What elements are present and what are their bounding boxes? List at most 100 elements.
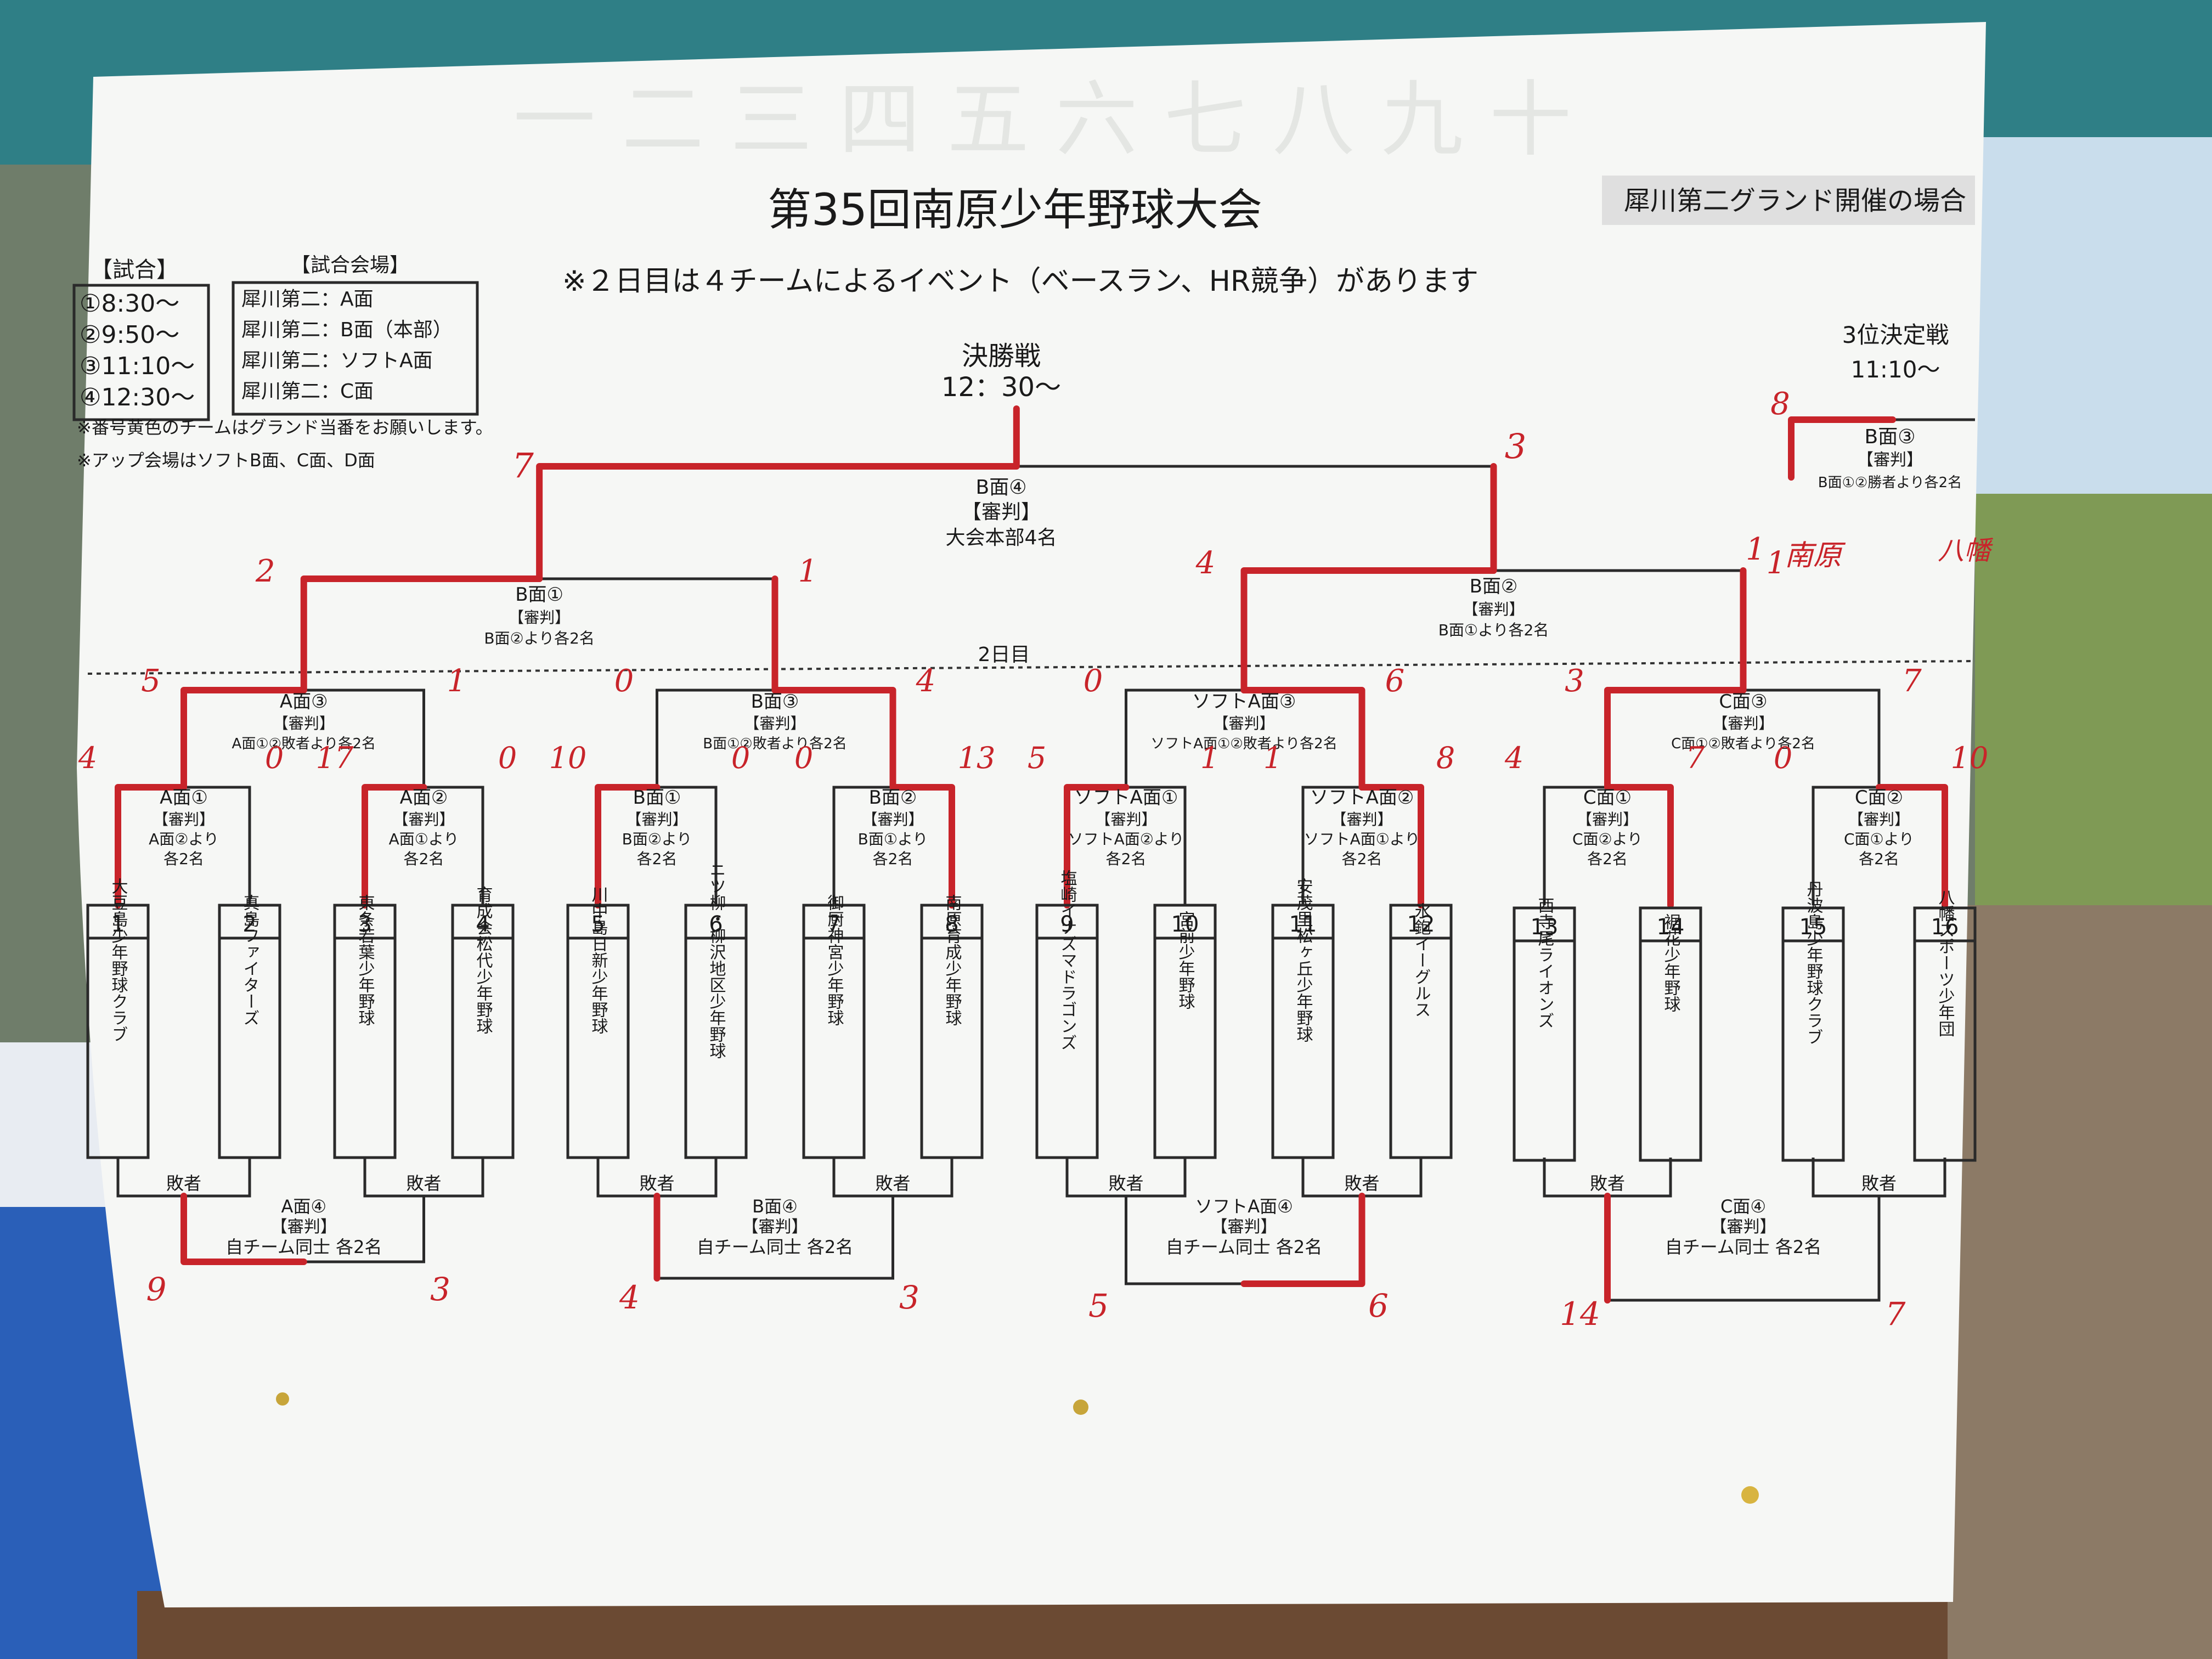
consolation-score: 3	[899, 1279, 919, 1316]
quarter-field: A面③	[280, 691, 328, 713]
semi-field: B面①	[515, 584, 563, 606]
round1-detail: 各2名	[163, 850, 204, 868]
winner-lines	[115, 405, 1948, 1304]
semi-ref: 【審判】	[509, 608, 570, 627]
quarter-field: ソフトA面③	[1192, 691, 1296, 713]
pushpin	[276, 1392, 289, 1406]
quarter-score: 7	[1902, 663, 1922, 699]
consolation-detail: 自チーム同士 各2名	[1665, 1237, 1822, 1257]
round1-detail: 各2名	[1342, 850, 1383, 868]
team-name: 塩崎イナズマドラゴンズ	[1058, 870, 1077, 1051]
quarter-score: 0	[1084, 663, 1103, 699]
round1-ref: 【審判】	[626, 810, 687, 828]
round1-score: 4	[78, 741, 97, 775]
third-time: 11:10～	[1850, 356, 1940, 383]
loser-label: 敗者	[166, 1173, 201, 1194]
winner-line	[1604, 784, 1674, 909]
winner-line	[1240, 1193, 1365, 1287]
team-box	[1035, 904, 1099, 1159]
consolation-score: 5	[1088, 1287, 1109, 1324]
semi-field: B面②	[1470, 575, 1518, 597]
team-box	[1781, 906, 1845, 1162]
consolation-detail: 自チーム同士 各2名	[1166, 1237, 1323, 1257]
final-ref: 【審判】	[962, 501, 1041, 523]
round1-detail: 各2名	[404, 850, 444, 868]
round1-score: 10	[1951, 741, 1989, 775]
round1-detail: A面②より	[149, 830, 219, 848]
schedule-1: ①8:30～	[80, 290, 179, 318]
winner-line	[362, 784, 427, 909]
team-number: 10	[1171, 912, 1199, 937]
round1-detail: C面②より	[1572, 830, 1643, 848]
loser-label: 敗者	[406, 1173, 441, 1194]
quarter-ref: 【審判】	[1712, 714, 1774, 732]
loser-label: 敗者	[1108, 1173, 1143, 1194]
round1-ref: 【審判】	[1095, 810, 1156, 828]
quarter-ref: 【審判】	[1213, 714, 1274, 732]
quarter-score: 4	[916, 663, 936, 699]
round1-detail: ソフトA面②より	[1068, 830, 1184, 848]
round1-field: B面②	[869, 787, 917, 809]
round1-detail: 各2名	[1106, 850, 1147, 868]
quarter-score: 5	[141, 663, 161, 699]
round1-score: 5	[1028, 741, 1046, 775]
venue-1: 犀川第二：A面	[241, 288, 374, 311]
semi-score: 4	[1195, 545, 1216, 581]
team-box	[1513, 906, 1576, 1162]
consolation-score: 9	[146, 1271, 167, 1308]
round1-ref: 【審判】	[393, 810, 454, 828]
team-name: 宮前少年野球	[1176, 911, 1195, 1009]
team-box	[1639, 906, 1702, 1162]
team-name: ニツ柳・柳沢地区少年野球	[707, 861, 726, 1059]
team-box	[451, 904, 515, 1159]
loser-label: 敗者	[875, 1173, 910, 1194]
team-name: 大豆島少年野球クラブ	[109, 878, 128, 1042]
pushpin	[1741, 1486, 1759, 1504]
schedule-2: ②9:50～	[80, 321, 179, 349]
team-number: 9	[1060, 912, 1074, 937]
round1-detail: 各2名	[873, 850, 913, 868]
team-name: 育成会松代少年野球	[473, 886, 493, 1034]
round1-detail: B面②より	[622, 830, 692, 848]
team-box	[1271, 904, 1335, 1159]
winner-line	[771, 687, 896, 791]
team-box	[86, 904, 150, 1159]
team-name: 川中島日新少年野球	[589, 886, 608, 1034]
final-time: 12：30～	[941, 372, 1061, 403]
round1-score: 10	[549, 741, 587, 775]
sky	[1975, 137, 2212, 521]
loser-label: 敗者	[1590, 1173, 1625, 1194]
quarter-score: 1	[447, 663, 467, 699]
round1-detail: A面①より	[389, 830, 459, 848]
round1-ref: 【審判】	[1848, 810, 1910, 828]
semi-score: 2	[255, 554, 275, 589]
team-name: 真島ファイターズ	[240, 894, 259, 1026]
loser-label: 敗者	[1861, 1173, 1897, 1194]
quarter-detail: B面①②敗者より各2名	[703, 736, 847, 752]
consolation-field: B面④	[752, 1196, 798, 1217]
consolation-detail: 自チーム同士 各2名	[225, 1237, 382, 1257]
consolation-score: 7	[1886, 1295, 1906, 1333]
note-2: ※アップ会場はソフトB面、C面、D面	[77, 450, 375, 471]
event-notice: ※２日目は４チームによるイベント（ベースラン、HR競争）があります	[562, 265, 1479, 298]
team-number: 13	[1531, 915, 1559, 940]
team-number: 8	[945, 912, 958, 937]
consolation-score: 14	[1560, 1295, 1600, 1333]
third-field: B面③	[1865, 426, 1916, 448]
third-ref-detail: B面①②勝者より各2名	[1818, 475, 1962, 491]
round1-score: 0	[1774, 741, 1792, 775]
schedule-box	[72, 284, 210, 421]
round1-score: 4	[1504, 741, 1523, 775]
team-name: 西寺尾ライオンズ	[1535, 897, 1555, 1029]
venue-3: 犀川第二：ソフトA面	[241, 349, 433, 372]
consolation-score: 3	[430, 1271, 450, 1308]
winner-line	[1788, 416, 1896, 481]
team-name: 丹波島少年野球クラブ	[1804, 881, 1824, 1045]
team-box	[333, 904, 397, 1159]
round1-field: B面①	[633, 787, 681, 809]
team-box	[684, 904, 748, 1159]
poster-title: 第35回南原少年野球大会	[768, 184, 1262, 235]
team-number: 12	[1407, 912, 1435, 937]
